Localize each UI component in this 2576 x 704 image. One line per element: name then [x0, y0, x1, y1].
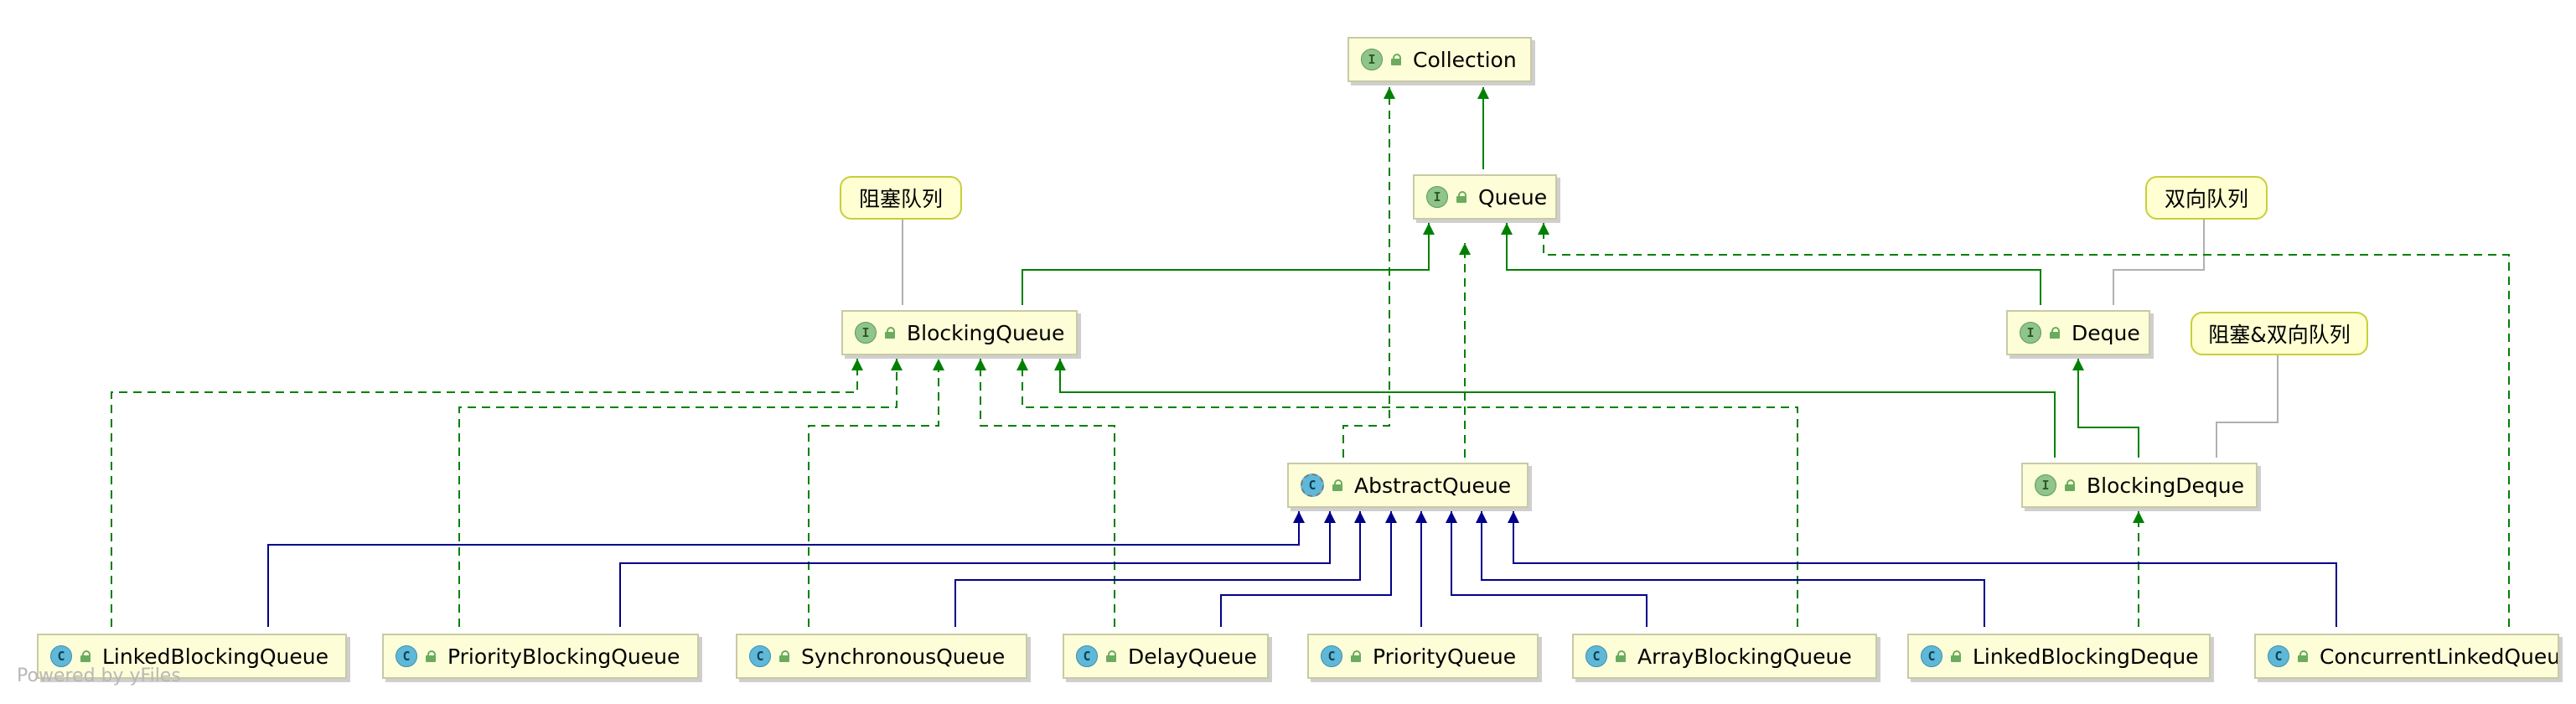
public-access-icon [885, 327, 895, 339]
node-delay-queue[interactable]: C DelayQueue [1063, 634, 1269, 679]
node-label: BlockingQueue [907, 320, 1065, 345]
edge-lbq-blockingqueue [111, 359, 863, 627]
edge-dq-blockingqueue [975, 359, 1115, 627]
edge-lbd-abstractqueue [1476, 511, 1985, 627]
class-icon: C [1076, 645, 1098, 667]
edge-clq-abstractqueue [1508, 511, 2337, 627]
note-blocking-queue: 阻塞队列 [840, 176, 962, 220]
node-blocking-deque[interactable]: I BlockingDeque [2021, 463, 2258, 508]
class-icon: C [50, 645, 72, 667]
node-queue[interactable]: I Queue [1413, 174, 1557, 220]
edge-deque-queue [1501, 223, 2041, 305]
class-extends-edges [267, 511, 2337, 627]
implements-edges [111, 87, 2510, 627]
node-label: BlockingDeque [2087, 473, 2245, 498]
node-label: LinkedBlockingDeque [1973, 644, 2199, 669]
public-access-icon [1391, 54, 1401, 65]
edge-blockingdeque-blockingqueue [1054, 359, 2056, 458]
node-label: ArrayBlockingQueue [1637, 644, 1852, 669]
public-access-icon [1351, 650, 1361, 662]
interface-icon: I [2020, 322, 2041, 344]
node-priority-blocking-queue[interactable]: C PriorityBlockingQueue [382, 634, 699, 679]
class-icon: C [1585, 645, 1607, 667]
node-label: Collection [1413, 47, 1517, 72]
node-blocking-queue[interactable]: I BlockingQueue [841, 310, 1078, 355]
class-icon: C [749, 645, 771, 667]
public-access-icon [80, 650, 91, 662]
interface-icon: I [2035, 474, 2056, 496]
edge-sq-blockingqueue [808, 359, 944, 627]
class-icon: C [2268, 645, 2289, 667]
edge-abstractqueue-collection [1342, 87, 1395, 458]
class-icon: C [1921, 645, 1942, 667]
node-label: Queue [1478, 184, 1548, 210]
public-access-icon [779, 650, 789, 662]
edge-abq-abstractqueue [1446, 511, 1648, 627]
yfiles-watermark: Powered by yFiles [17, 665, 181, 686]
abstract-class-icon: C [1301, 474, 1324, 497]
public-access-icon [2298, 650, 2308, 662]
node-label: PriorityQueue [1373, 644, 1517, 669]
public-access-icon [1106, 650, 1116, 662]
node-label: SynchronousQueue [801, 644, 1006, 669]
node-synchronous-queue[interactable]: C SynchronousQueue [736, 634, 1027, 679]
node-linked-blocking-deque[interactable]: C LinkedBlockingDeque [1907, 634, 2211, 679]
edge-blockingqueue-queue [1022, 223, 1435, 305]
public-access-icon [1951, 650, 1961, 662]
edge-blockingdeque-deque [2072, 359, 2139, 458]
node-concurrent-linked-queue[interactable]: C ConcurrentLinkedQueue [2254, 634, 2559, 679]
interface-extends-edges [1022, 87, 2139, 458]
edge-pbq-blockingqueue [458, 359, 903, 627]
node-linked-blocking-queue[interactable]: C LinkedBlockingQueue [37, 634, 347, 679]
public-access-icon [2050, 327, 2060, 339]
node-label: LinkedBlockingQueue [102, 644, 328, 669]
interface-icon: I [1426, 186, 1448, 208]
edge-clq-queue [1538, 223, 2510, 627]
node-label: AbstractQueue [1354, 473, 1512, 498]
edge-dq-abstractqueue [1220, 511, 1397, 627]
note-links [902, 220, 2279, 458]
node-label: ConcurrentLinkedQueue [2320, 644, 2559, 669]
edge-sq-abstractqueue [954, 511, 1366, 627]
public-access-icon [1616, 650, 1626, 662]
node-label: Deque [2072, 320, 2140, 345]
public-access-icon [2065, 479, 2075, 491]
interface-icon: I [1361, 49, 1383, 70]
interface-icon: I [855, 322, 877, 344]
node-array-blocking-queue[interactable]: C ArrayBlockingQueue [1572, 634, 1877, 679]
node-abstract-queue[interactable]: C AbstractQueue [1287, 463, 1529, 508]
node-collection[interactable]: I Collection [1347, 37, 1532, 82]
edge-pbq-abstractqueue [619, 511, 1336, 627]
public-access-icon [1456, 191, 1466, 203]
node-label: PriorityBlockingQueue [447, 644, 680, 669]
note-link-blocking-deque [2216, 355, 2279, 458]
node-label: DelayQueue [1128, 644, 1257, 669]
public-access-icon [1332, 479, 1342, 491]
node-priority-queue[interactable]: C PriorityQueue [1307, 634, 1539, 679]
note-link-deque [2113, 220, 2205, 305]
note-deque: 双向队列 [2145, 176, 2268, 220]
public-access-icon [426, 650, 436, 662]
edge-abq-blockingqueue [1016, 359, 1798, 627]
edge-lbq-abstractqueue [267, 511, 1305, 627]
class-icon: C [1321, 645, 1342, 667]
node-deque[interactable]: I Deque [2006, 310, 2150, 355]
class-icon: C [396, 645, 417, 667]
note-blocking-deque: 阻塞&双向队列 [2191, 312, 2368, 355]
